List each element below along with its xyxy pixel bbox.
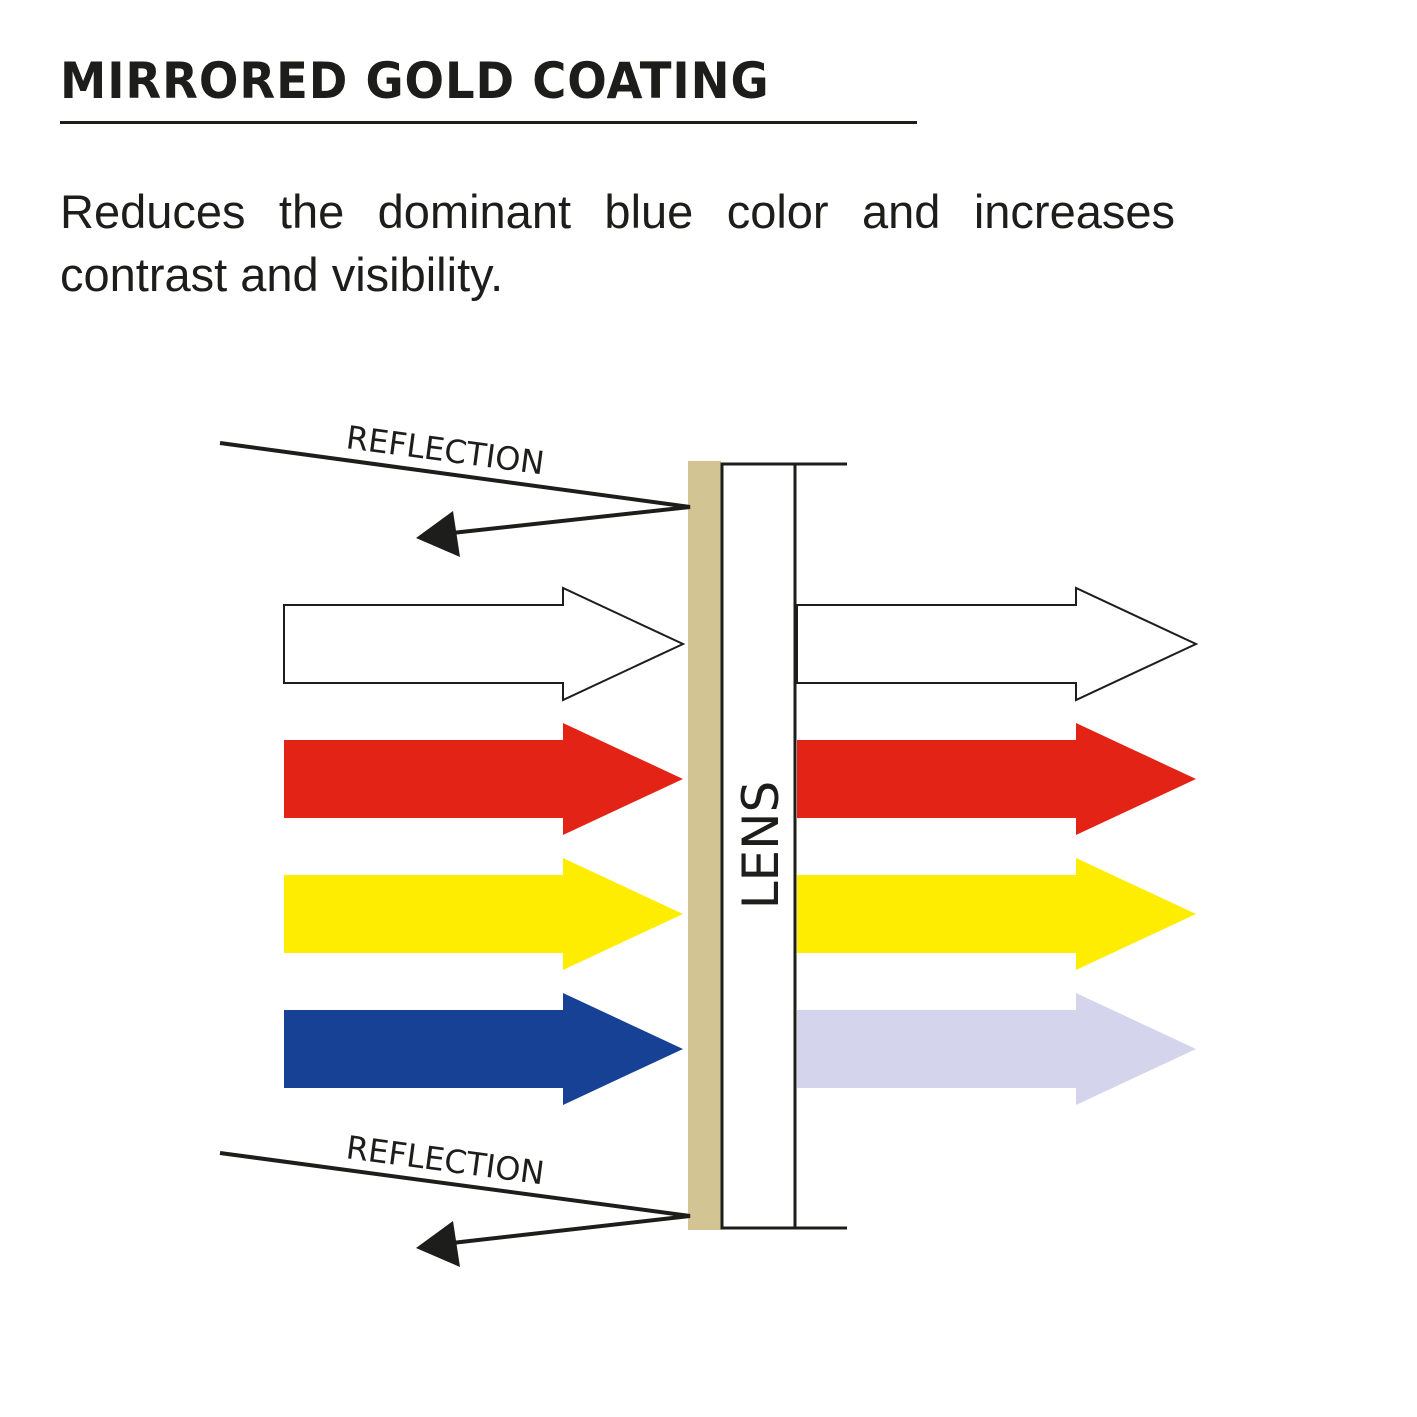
transmitted-red-light-arrow [797, 723, 1196, 835]
incoming-blue-light-arrow [284, 993, 683, 1105]
lens-body [720, 462, 797, 1230]
lens-label: LENS [732, 781, 790, 910]
transmitted-white-light-arrow [796, 586, 1199, 702]
reflection-top-ray [219, 441, 691, 535]
incoming-white-light-arrow [283, 586, 686, 702]
reflection-bottom-ray [219, 1151, 691, 1245]
reflection-top-arrowhead [416, 511, 460, 557]
reflection-bottom-arrowhead [416, 1221, 460, 1267]
incoming-yellow-light-arrow [284, 858, 683, 970]
transmitted-blue-light-arrow [797, 993, 1196, 1105]
title-underline [60, 121, 917, 124]
incoming-red-light-arrow [284, 723, 683, 835]
description: Reduces the dominant blue color and incr… [60, 185, 1175, 301]
gold-coating-layer [688, 461, 721, 1230]
transmitted-yellow-light-arrow [797, 858, 1196, 970]
page-title: MIRRORED GOLD COATING [60, 52, 770, 110]
